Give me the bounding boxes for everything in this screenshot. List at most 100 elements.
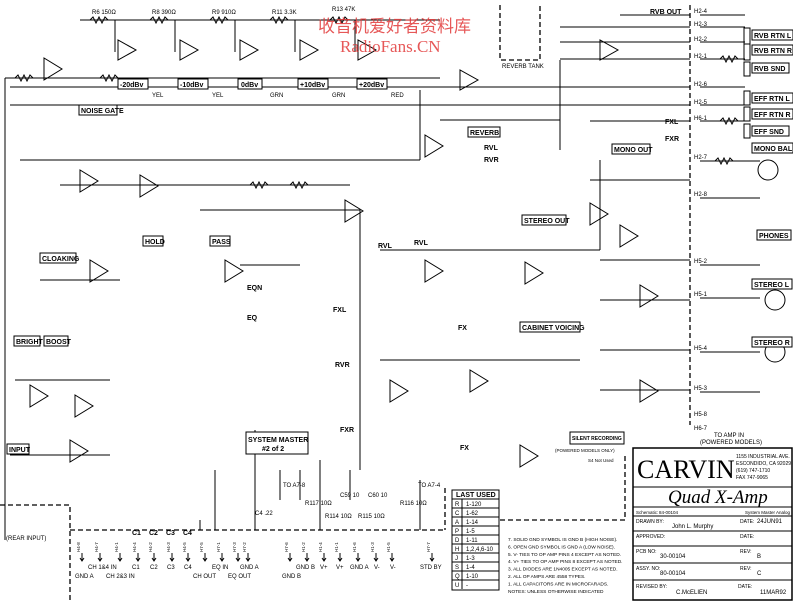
bottom-connector-strip: TO A7-8 TO A7-4 R117 10Ω R114 10Ω C59 10… bbox=[75, 483, 442, 580]
part-label: R114 10Ω bbox=[325, 514, 352, 520]
last-used-range: 1-62 bbox=[466, 511, 479, 517]
jack-label: RVB SND bbox=[754, 66, 785, 73]
signal-bubbles: RVL RVR RVL RVR FXL FXR FXL FXR FX EQN E… bbox=[132, 119, 679, 537]
pin-label: H7-2 bbox=[242, 542, 247, 552]
pin-label: H2-3 bbox=[694, 22, 708, 28]
note-line: NOTES: UNLESS OTHERWISE INDICATED bbox=[508, 589, 604, 595]
part-label: C4 .22 bbox=[255, 511, 273, 517]
assy-no: 80-00104 bbox=[660, 571, 686, 577]
bubble-fxl: FXL bbox=[665, 119, 679, 126]
to-label: TO A7-8 bbox=[283, 483, 306, 489]
conn-label: C4 bbox=[184, 565, 192, 571]
bubble-c2: C2 bbox=[149, 530, 158, 537]
drawn-by-label: DRAWN BY: bbox=[636, 519, 664, 525]
pin-arrow bbox=[79, 553, 85, 562]
conn-label: CH 2&3 IN bbox=[106, 574, 135, 580]
pin-label: H1-5 bbox=[386, 542, 391, 552]
meter-resistor-labels: R6 150Ω R8 390Ω R9 910Ω R11 3.3K R13 47K bbox=[92, 7, 355, 16]
last-used-range: 1-11 bbox=[466, 538, 478, 544]
bubble-eqn: EQN bbox=[247, 285, 262, 292]
drawn-by: John L. Murphy bbox=[672, 524, 713, 530]
pin-label: H5-3 bbox=[694, 386, 708, 392]
to-label: TO A7-4 bbox=[418, 483, 441, 489]
right-jacks: RVB RTN L RVB RTN R RVB SND EFF RTN L EF… bbox=[751, 29, 793, 348]
bubble-fxr: FXR bbox=[665, 136, 679, 143]
bubble-c4: C4 bbox=[183, 530, 192, 537]
pin-arrow bbox=[151, 553, 157, 562]
conn-label: STD BY bbox=[420, 565, 442, 571]
cabinet-voicing-label: CABINET VOICING bbox=[522, 325, 585, 332]
bubble-c1: C1 bbox=[132, 530, 141, 537]
drawing-title: Quad X-Amp bbox=[668, 487, 768, 508]
jack-label: STEREO R bbox=[754, 340, 790, 347]
rev-label: REV: bbox=[740, 549, 751, 555]
pin-label: H5-8 bbox=[694, 412, 708, 418]
date-label: DATE: bbox=[740, 534, 754, 540]
pin-label: H6-1 bbox=[694, 116, 708, 122]
notes: 7. SOLID GND SYMBOL IS GND B (HIGH NOISE… bbox=[508, 537, 623, 595]
note-line: 3. ALL DIODES ARE 1N4005 EXCEPT AS NOTED… bbox=[508, 567, 618, 573]
last-used-range: 1,2,4,6-10 bbox=[466, 547, 494, 553]
section-labels: NOISE GATE REVERB REVERB TANK RVB OUT MO… bbox=[6, 9, 762, 542]
hold-label: HOLD bbox=[145, 239, 165, 246]
to-amp-in-sub: (POWERED MODELS) bbox=[700, 440, 762, 446]
pin-label: H4-2 bbox=[148, 542, 153, 552]
revised-by: C.McELIEN bbox=[676, 590, 707, 596]
meter-resistor: R8 390Ω bbox=[152, 10, 176, 16]
meter-label: +20dBv bbox=[359, 82, 384, 89]
conn-label: CH OUT bbox=[193, 574, 216, 580]
part-label: R117 10Ω bbox=[305, 501, 332, 507]
pin-label: H2-2 bbox=[694, 37, 708, 43]
last-used-type: S bbox=[455, 565, 459, 571]
system-name: System Master Analog bbox=[745, 510, 791, 515]
pin-label: H4-8 bbox=[76, 542, 81, 552]
bubble-fxr: FXR bbox=[340, 427, 354, 434]
led-color: YEL bbox=[212, 93, 224, 99]
note-line: 6. OPEN GND SYMBOL IS GND A (LOW NOISE). bbox=[508, 544, 615, 550]
note-line: 2. ALL OP AMPS ARE 4558 TYPES. bbox=[508, 574, 586, 580]
pin-arrow bbox=[185, 553, 191, 562]
dashed-boundaries bbox=[0, 5, 691, 601]
meter-resistor: R11 3.3K bbox=[272, 10, 297, 16]
pin-arrow bbox=[117, 553, 123, 562]
last-used-range: - bbox=[466, 583, 468, 589]
watermark-en: RadioFans.CN bbox=[340, 37, 441, 56]
revised-date: 11MAR92 bbox=[760, 590, 787, 596]
pin-arrow bbox=[202, 553, 208, 562]
address-line: FAX 747-9065 bbox=[736, 475, 768, 481]
pin-arrow bbox=[169, 553, 175, 562]
watermark-cn: 收音机爱好者资料库 bbox=[318, 17, 471, 37]
date-label: DATE: bbox=[738, 584, 752, 590]
assy-label: ASSY. NO: bbox=[636, 566, 660, 572]
jack-label: PHONES bbox=[759, 233, 789, 240]
pin-label: H4-4 bbox=[132, 542, 137, 552]
pin-label: H7-6 bbox=[284, 542, 289, 552]
schematic-no: 84-00104 bbox=[659, 510, 679, 515]
reverb-label: REVERB bbox=[470, 130, 499, 137]
powered-only-label: (POWERED MODELS ONLY) bbox=[555, 448, 615, 453]
bright-label: BRIGHT bbox=[16, 339, 44, 346]
pin-label: H1-1 bbox=[334, 542, 339, 552]
jack-label: STEREO L bbox=[754, 282, 790, 289]
pin-arrow bbox=[245, 553, 251, 562]
pin-label: H7-3 bbox=[232, 542, 237, 552]
note-line: 1. ALL CAPACITORS ARE IN MICROFARADS. bbox=[508, 581, 608, 587]
wiring bbox=[4, 14, 760, 540]
meter-label: 0dBv bbox=[241, 82, 258, 89]
rear-input-label: (REAR INPUT) bbox=[6, 536, 46, 542]
last-used-range: 1-5 bbox=[466, 529, 475, 535]
jack-label: EFF SND bbox=[754, 129, 784, 136]
conn-label: CH 1&4 IN bbox=[88, 565, 117, 571]
pin-arrow bbox=[97, 553, 103, 562]
pin-label: H4-1 bbox=[114, 542, 119, 552]
pin-arrow bbox=[429, 553, 435, 562]
last-used-range: 1-3 bbox=[466, 556, 475, 562]
last-used-header: LAST USED bbox=[456, 492, 496, 499]
pin-arrow bbox=[304, 553, 310, 562]
system-master-label: SYSTEM MASTER bbox=[248, 437, 308, 444]
conn-label: V+ bbox=[336, 565, 344, 571]
note-line: 5. V- TIES TO OP AMP PINS 4 EXCEPT AS NO… bbox=[508, 552, 621, 558]
pin-label: H7-7 bbox=[426, 542, 431, 552]
last-used-type: C bbox=[455, 511, 460, 517]
